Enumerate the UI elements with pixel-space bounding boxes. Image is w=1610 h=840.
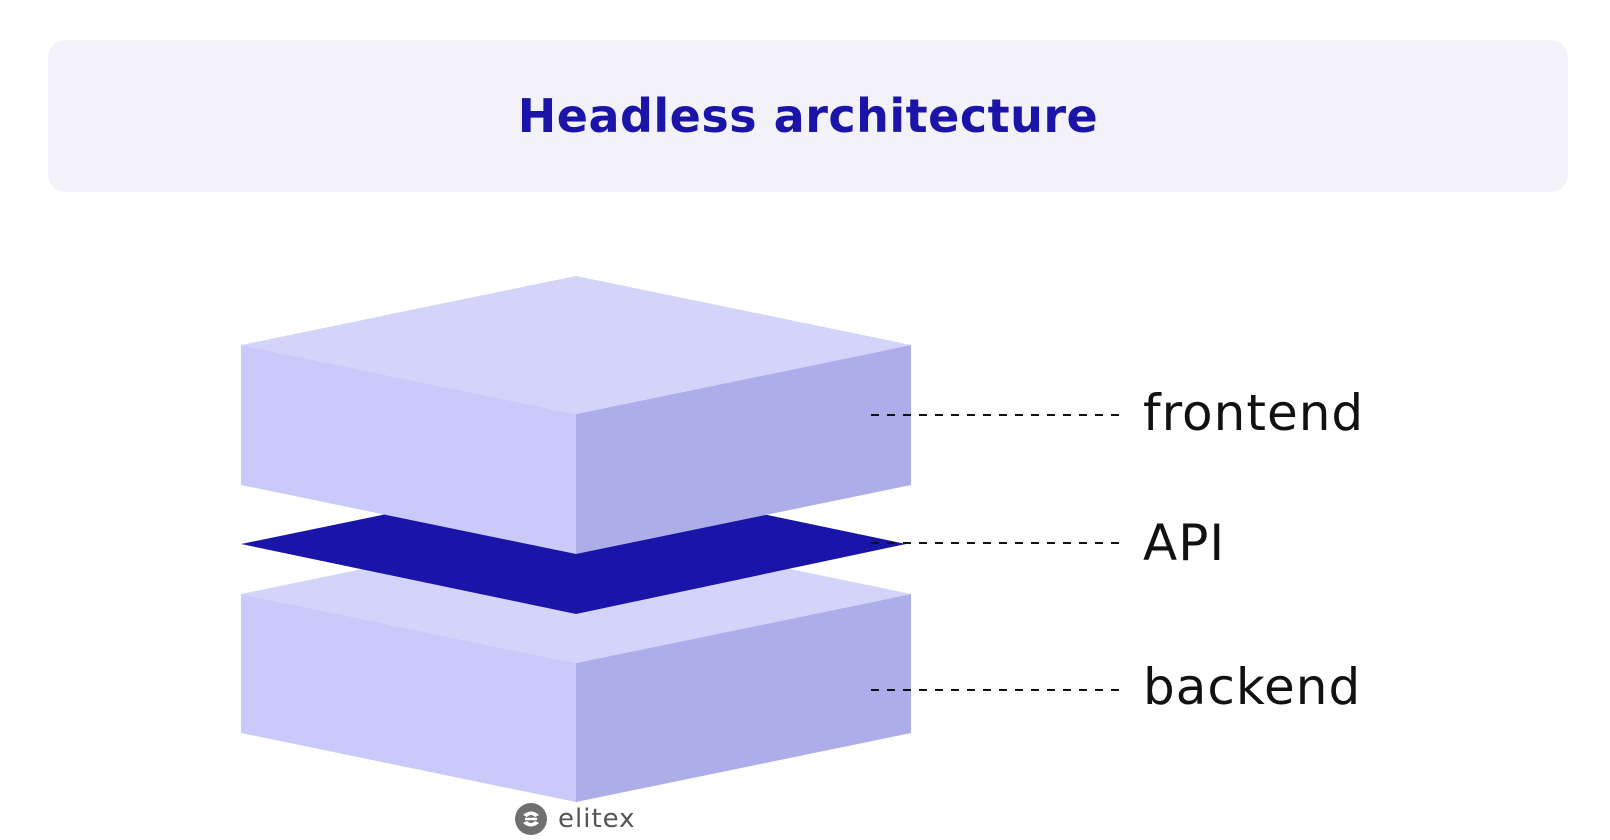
elitex-logo-text: elitex xyxy=(558,804,636,834)
diagram-title: Headless architecture xyxy=(517,89,1099,143)
frontend-label: frontend xyxy=(1143,384,1365,442)
elitex-logo: elitex xyxy=(514,802,636,836)
frontend-block-top-face xyxy=(241,276,911,414)
backend-block-right-face xyxy=(576,594,911,802)
backend-block-left-face xyxy=(241,594,576,802)
frontend-block-left-face xyxy=(241,345,576,554)
backend-label: backend xyxy=(1143,658,1362,716)
frontend-block-right-face xyxy=(576,345,911,554)
api-label: API xyxy=(1143,514,1226,572)
elitex-logo-icon xyxy=(515,803,547,835)
frontend-block xyxy=(241,276,911,554)
diagram-header: Headless architecture xyxy=(48,40,1568,192)
